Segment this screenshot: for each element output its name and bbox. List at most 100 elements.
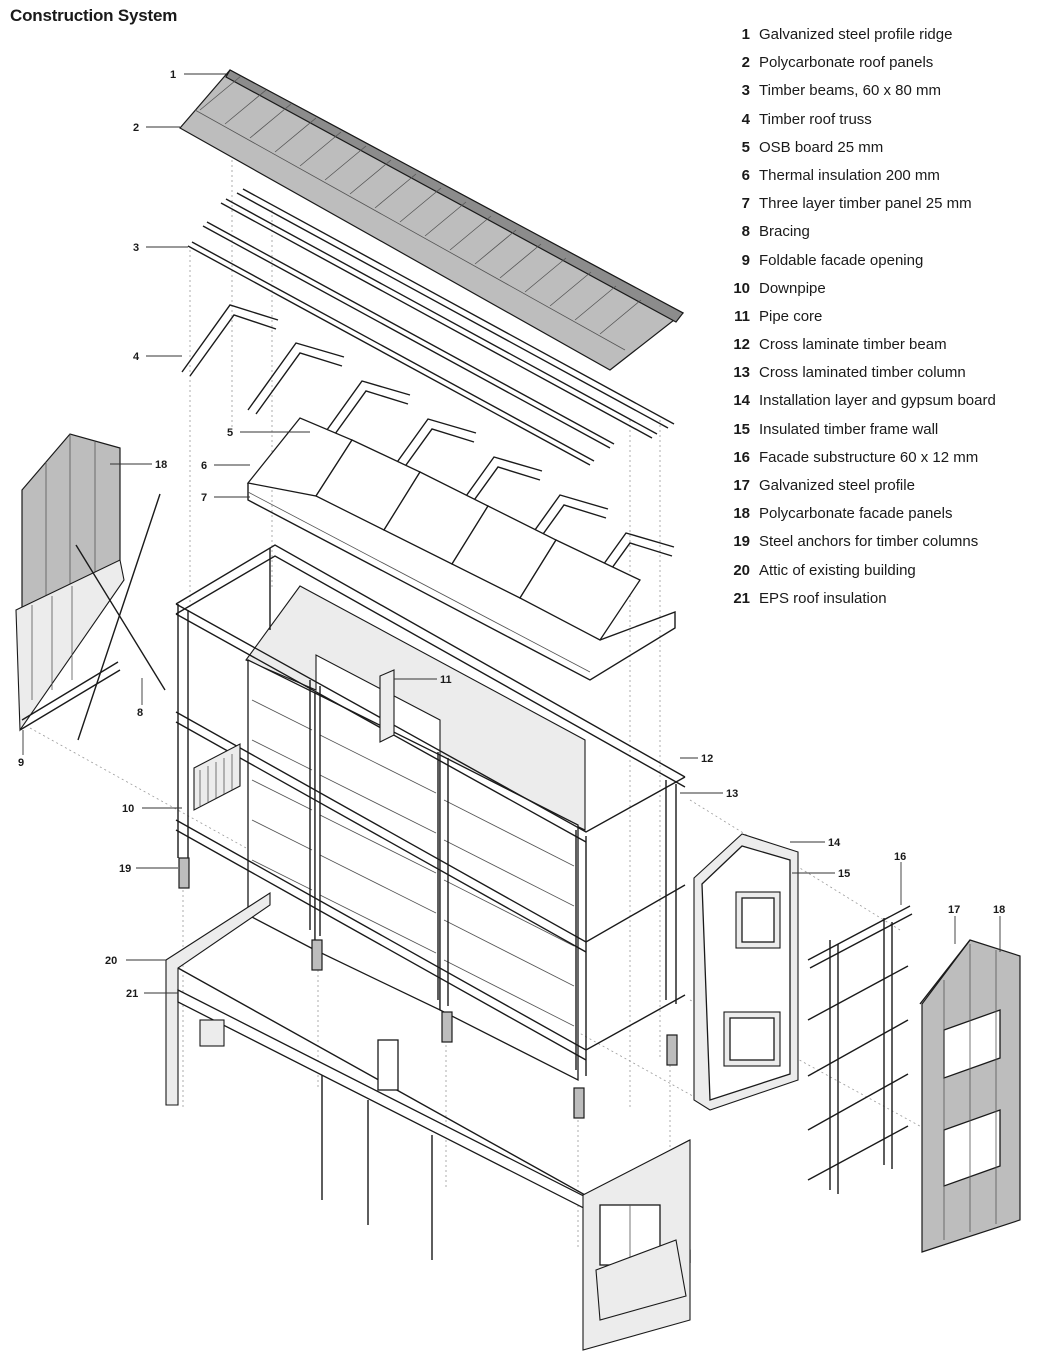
legend-item: 15 Insulated timber frame wall — [724, 421, 1034, 449]
callout-label: 12 — [701, 753, 713, 765]
callout-label: 18 — [993, 904, 1005, 916]
legend-number: 17 — [733, 477, 750, 494]
callout-label: 13 — [726, 788, 738, 800]
legend-label: Steel anchors for timber columns — [759, 533, 979, 551]
callout-label: 16 — [894, 851, 906, 863]
legend-item: 14 Installation layer and gypsum board — [724, 392, 1034, 420]
legend-number: 5 — [741, 138, 750, 156]
legend-item: 19 Steel anchors for timber columns — [724, 533, 1034, 561]
callout-label: 2 — [133, 122, 139, 134]
callout-label: 4 — [133, 351, 140, 363]
legend-item: 21 EPS roof insulation — [724, 590, 1034, 618]
callout-label: 19 — [119, 863, 131, 875]
legend-item: 20 Attic of existing building — [724, 562, 1034, 590]
legend-label: Facade substructure 60 x 12 mm — [759, 448, 979, 466]
callout-label: 18 — [155, 459, 167, 471]
callout-label: 15 — [838, 868, 850, 880]
callout-label: 10 — [122, 803, 134, 815]
legend-number: 13 — [733, 364, 750, 382]
legend-item: 5 OSB board 25 mm — [724, 139, 1034, 167]
legend-item: 16 Facade substructure 60 x 12 mm — [724, 449, 1034, 477]
diagram-title: Construction System — [10, 6, 178, 25]
legend-number: 4 — [741, 110, 750, 128]
legend-label: Galvanized steel profile — [759, 477, 915, 494]
legend-label: Polycarbonate facade panels — [759, 505, 953, 523]
legend-number: 10 — [733, 279, 750, 297]
existing-building-attic — [165, 891, 691, 1351]
legend-number: 15 — [733, 420, 750, 438]
legend-number: 20 — [733, 561, 750, 579]
legend-number: 9 — [741, 251, 750, 269]
legend-label: Timber roof truss — [759, 110, 872, 128]
callout-label: 17 — [948, 904, 960, 916]
insulated-roof-slab — [246, 417, 676, 681]
callout-label: 1 — [170, 69, 176, 81]
legend-label: Cross laminated timber column — [759, 364, 966, 382]
callout-label: 5 — [227, 427, 233, 439]
legend-label: Polycarbonate roof panels — [759, 54, 934, 72]
facade-substructure — [807, 905, 913, 1194]
legend-item: 18 Polycarbonate facade panels — [724, 505, 1034, 533]
legend-number: 21 — [733, 589, 750, 607]
legend-item: 9 Foldable facade opening — [724, 252, 1034, 280]
left-facade-panels — [15, 433, 125, 732]
callout-label: 6 — [201, 460, 207, 472]
legend-label: Downpipe — [759, 279, 826, 297]
clt-frame — [175, 544, 686, 1082]
legend-label: Pipe core — [759, 307, 823, 325]
legend-label: Attic of existing building — [759, 561, 916, 579]
legend-label: Three layer timber panel 25 mm — [759, 195, 972, 213]
legend-number: 19 — [733, 533, 750, 551]
legend-number: 11 — [734, 307, 750, 325]
legend-label: Thermal insulation 200 mm — [759, 166, 940, 184]
callout-label: 14 — [828, 837, 841, 849]
callout-label: 21 — [126, 988, 138, 1000]
legend-label: OSB board 25 mm — [759, 138, 884, 156]
roof-panels — [179, 69, 685, 371]
legend-number: 16 — [733, 448, 750, 466]
legend-number: 8 — [741, 223, 750, 241]
legend-number: 3 — [741, 82, 750, 100]
callout-label: 11 — [440, 674, 452, 686]
legend-label: Cross laminate timber beam — [759, 336, 947, 354]
callout-label: 9 — [18, 757, 24, 769]
callouts: 1 2 3 4 5 6 7 18 8 9 11 12 13 10 14 15 1… — [18, 69, 1005, 1000]
legend-item: 4 Timber roof truss — [724, 111, 1034, 139]
legend-label: Installation layer and gypsum board — [759, 392, 996, 410]
legend-label: EPS roof insulation — [759, 589, 887, 607]
callout-label: 8 — [137, 707, 143, 719]
legend-item: 1 Galvanized steel profile ridge — [724, 26, 1034, 54]
legend-item: 13 Cross laminated timber column — [724, 364, 1034, 392]
legend-item: 11 Pipe core — [724, 308, 1034, 336]
steel-anchors — [178, 857, 678, 1119]
legend-item: 12 Cross laminate timber beam — [724, 336, 1034, 364]
legend-item: 17 Galvanized steel profile — [724, 477, 1034, 505]
callout-label: 20 — [105, 955, 117, 967]
legend-item: 2 Polycarbonate roof panels — [724, 54, 1034, 82]
legend-item: 10 Downpipe — [724, 280, 1034, 308]
legend-number: 2 — [741, 54, 750, 72]
gable-wall — [693, 833, 799, 1111]
legend-number: 1 — [741, 26, 750, 43]
right-facade-panels — [919, 939, 1021, 1253]
legend-label: Galvanized steel profile ridge — [759, 26, 953, 43]
legend-number: 12 — [733, 336, 750, 354]
legend-label: Foldable facade opening — [759, 251, 924, 269]
facade-hatching — [251, 699, 575, 1027]
legend-label: Timber beams, 60 x 80 mm — [759, 82, 941, 100]
timber-beams — [187, 188, 675, 466]
legend-label: Bracing — [759, 223, 810, 241]
callout-label: 7 — [201, 492, 207, 504]
legend-number: 6 — [741, 166, 750, 184]
bracing — [75, 493, 166, 741]
legend-number: 18 — [733, 505, 750, 523]
legend-label: Insulated timber frame wall — [759, 420, 939, 438]
legend-item: 6 Thermal insulation 200 mm — [724, 167, 1034, 195]
legend-item: 3 Timber beams, 60 x 80 mm — [724, 82, 1034, 110]
callout-label: 3 — [133, 242, 139, 254]
legend-item: 8 Bracing — [724, 223, 1034, 251]
legend-number: 14 — [733, 392, 750, 410]
